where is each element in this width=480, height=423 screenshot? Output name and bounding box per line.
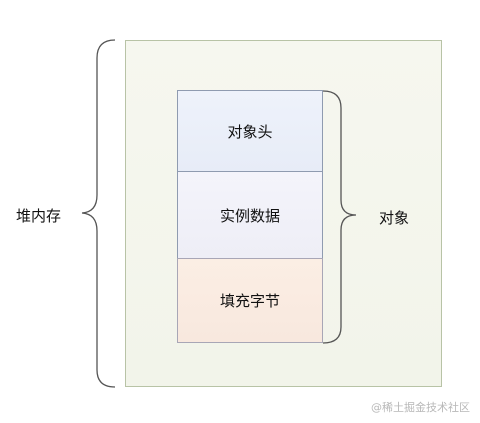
heap-memory-label: 堆内存 — [16, 207, 62, 225]
watermark: @稀土掘金技术社区 — [371, 401, 470, 414]
instance-data-label: 实例数据 — [219, 206, 280, 225]
object-layout: 对象头 实例数据 填充字节 — [177, 90, 323, 343]
instance-data-section: 实例数据 — [177, 171, 323, 259]
heap-brace — [81, 39, 116, 388]
object-header-label: 对象头 — [227, 122, 273, 141]
object-header-section: 对象头 — [177, 90, 323, 172]
object-brace — [322, 90, 357, 344]
object-label: 对象 — [379, 209, 410, 227]
padding-bytes-section: 填充字节 — [177, 258, 323, 343]
padding-bytes-label: 填充字节 — [219, 292, 280, 310]
